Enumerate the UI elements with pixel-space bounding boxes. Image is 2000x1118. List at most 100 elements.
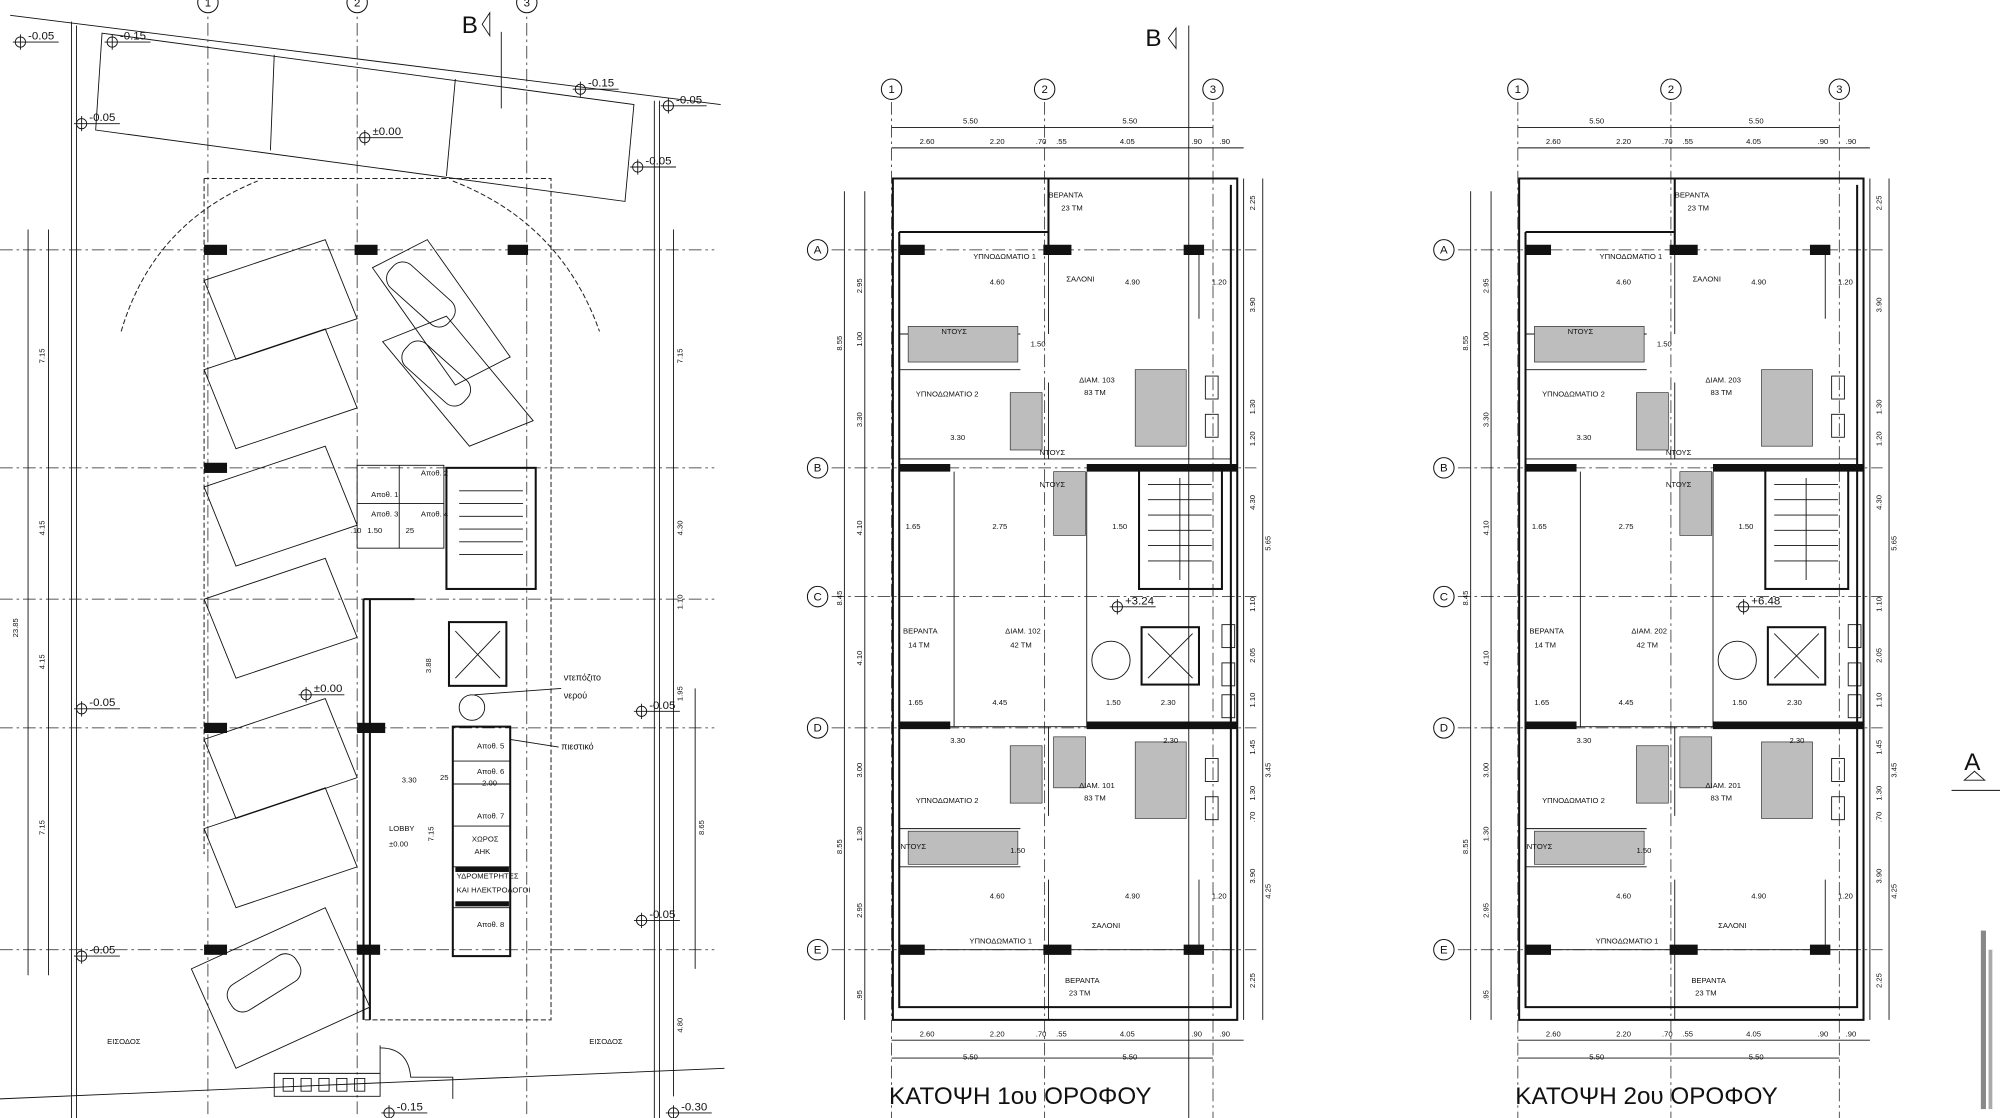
level-leader	[73, 116, 120, 132]
kitchen-fixture-icon	[1831, 796, 1845, 821]
dimension-label: 7.15	[675, 348, 684, 363]
grid-column-label: 2	[354, 0, 360, 9]
turning-arc	[120, 180, 600, 332]
level-label: -0.05	[89, 697, 115, 709]
ground-room-label: LOBBY	[389, 824, 414, 833]
dimension-label: 3.30	[1577, 433, 1592, 442]
dimension-label: 8.65	[697, 820, 706, 835]
dimension-label: 1.50	[1732, 698, 1747, 707]
room-label: ΔΙΑΜ. 201	[1705, 781, 1741, 790]
dimension-label: 4.15	[38, 654, 47, 669]
wet-area	[1053, 471, 1086, 536]
dimension-label: .70	[1248, 812, 1257, 823]
grid-row-label-circle	[806, 239, 829, 261]
level-label: -0.05	[645, 155, 671, 167]
dimension-label: 2.75	[1619, 522, 1634, 531]
level-label: -0.15	[120, 31, 146, 43]
room-label: ΝΤΟΥΣ	[1666, 480, 1692, 489]
grid-column-label: 3	[524, 0, 530, 9]
grid-row-label-circle	[806, 717, 829, 739]
wet-area	[1134, 369, 1187, 447]
kitchen-fixture-icon	[1221, 694, 1236, 719]
grid-column-label: 1	[888, 84, 894, 96]
grid-row-label: B	[1440, 463, 1448, 475]
grid-row-label: E	[814, 945, 822, 957]
dimension-label: 4.10	[855, 521, 864, 536]
kitchen-fixture-icon	[1221, 662, 1236, 687]
room-label: ΥΠΝΟΔΩΜΑΤΙΟ 1	[973, 252, 1036, 261]
dimension-label: 4.15	[38, 521, 47, 536]
ground-room-label: Αποθ. 6	[477, 767, 504, 776]
ground-room-label: ΚΑΙ ΗΛΕΚΤΡΟΛΟΓΟΙ	[457, 885, 531, 894]
dimension-label: 3.90	[1248, 869, 1257, 884]
grid-column-label-circle	[1507, 78, 1529, 100]
room-label: ΥΠΝΟΔΩΜΑΤΙΟ 1	[1596, 936, 1659, 945]
dimension-label: 2.20	[1616, 137, 1631, 146]
level-label: -0.05	[89, 112, 115, 124]
room-label: ΥΠΝΟΔΩΜΑΤΙΟ 1	[969, 936, 1032, 945]
wet-area	[907, 326, 1019, 363]
grid-column-label: 2	[1041, 84, 1047, 96]
dimension-label: 4.90	[1751, 277, 1766, 286]
ground-room-label: ΧΩΡΟΣ	[472, 834, 499, 843]
stair-core	[1764, 466, 1850, 590]
dimension-label: 2.60	[920, 1029, 935, 1038]
grid-row-label-circle	[806, 939, 829, 961]
room-label: ΥΠΝΟΔΩΜΑΤΙΟ 2	[1542, 796, 1605, 805]
room-label: ΔΙΑΜ. 103	[1079, 375, 1115, 384]
dimension-label: .55	[1682, 137, 1693, 146]
ground-room-label: Αποθ. 1	[371, 490, 398, 499]
dimension-chain-right	[673, 229, 696, 1097]
grid-column-label: 1	[205, 0, 211, 9]
stair-treads	[1774, 478, 1839, 581]
section-marker-label: A	[1964, 749, 1981, 776]
dimension-label: 4.25	[1263, 884, 1272, 899]
dimension-label: 3.88	[424, 658, 433, 673]
room-label: 42 ΤΜ	[1636, 641, 1658, 650]
dimension-label: 3.90	[1874, 297, 1883, 312]
dimension-label: 3.30	[1577, 736, 1592, 745]
room-label: ΥΠΝΟΔΩΜΑΤΙΟ 2	[916, 389, 979, 398]
dimension-label: 25	[440, 773, 449, 782]
dimension-label: 4.05	[1120, 137, 1135, 146]
dimension-label: 2.25	[1248, 973, 1257, 988]
dimension-label: 1.65	[908, 698, 923, 707]
room-label: 23 ΤΜ	[1069, 989, 1091, 998]
dimension-label: 1.20	[1874, 431, 1883, 446]
partitions	[1525, 249, 1858, 1020]
dimension-label: 5.65	[1263, 536, 1272, 551]
grid-row-label: C	[1440, 591, 1448, 603]
room-label: ΝΤΟΥΣ	[1568, 327, 1594, 336]
dimension-label: 7.15	[38, 348, 47, 363]
dimension-label: 2.30	[1787, 698, 1802, 707]
ground-room-label: Αποθ. 2	[421, 469, 448, 478]
dimension-label: 3.00	[855, 763, 864, 778]
dimension-label: .90	[1846, 1029, 1857, 1038]
dimension-label: 5.50	[1749, 117, 1764, 126]
stair-core	[1138, 466, 1223, 590]
dimension-label: 1.45	[1248, 740, 1257, 755]
dimension-label: .70	[1662, 137, 1673, 146]
dimension-label: 1.10	[675, 594, 684, 609]
dimension-label: .10	[351, 526, 362, 535]
kitchen-fixture-icon	[1831, 375, 1845, 400]
dimension-label: 1.65	[1532, 522, 1547, 531]
dimension-label: 5.50	[1589, 117, 1604, 126]
grid-column-label-circle	[1033, 78, 1056, 100]
dimension-label: 1.65	[906, 522, 921, 531]
dimension-label: 2.05	[1874, 648, 1883, 663]
plan-title: ΚΑΤΟΨΗ 2ου ΟΡΟΦΟΥ	[1515, 1083, 1778, 1110]
dimension-label: 4.60	[990, 892, 1005, 901]
grid-column-label: 1	[1515, 84, 1521, 96]
grid-row-label-circle	[1433, 457, 1455, 479]
dimension-label: 3.45	[1890, 763, 1899, 778]
dimension-label: 5.50	[963, 1052, 978, 1061]
dimension-label: 5.50	[1122, 1052, 1137, 1061]
dimension-label: .70	[1874, 812, 1883, 823]
level-leader	[630, 159, 677, 175]
dimension-label: 4.25	[1890, 884, 1899, 899]
room-label: ΒΕΡΑΝΤΑ	[1675, 191, 1710, 200]
dimension-lines	[843, 127, 1264, 1059]
